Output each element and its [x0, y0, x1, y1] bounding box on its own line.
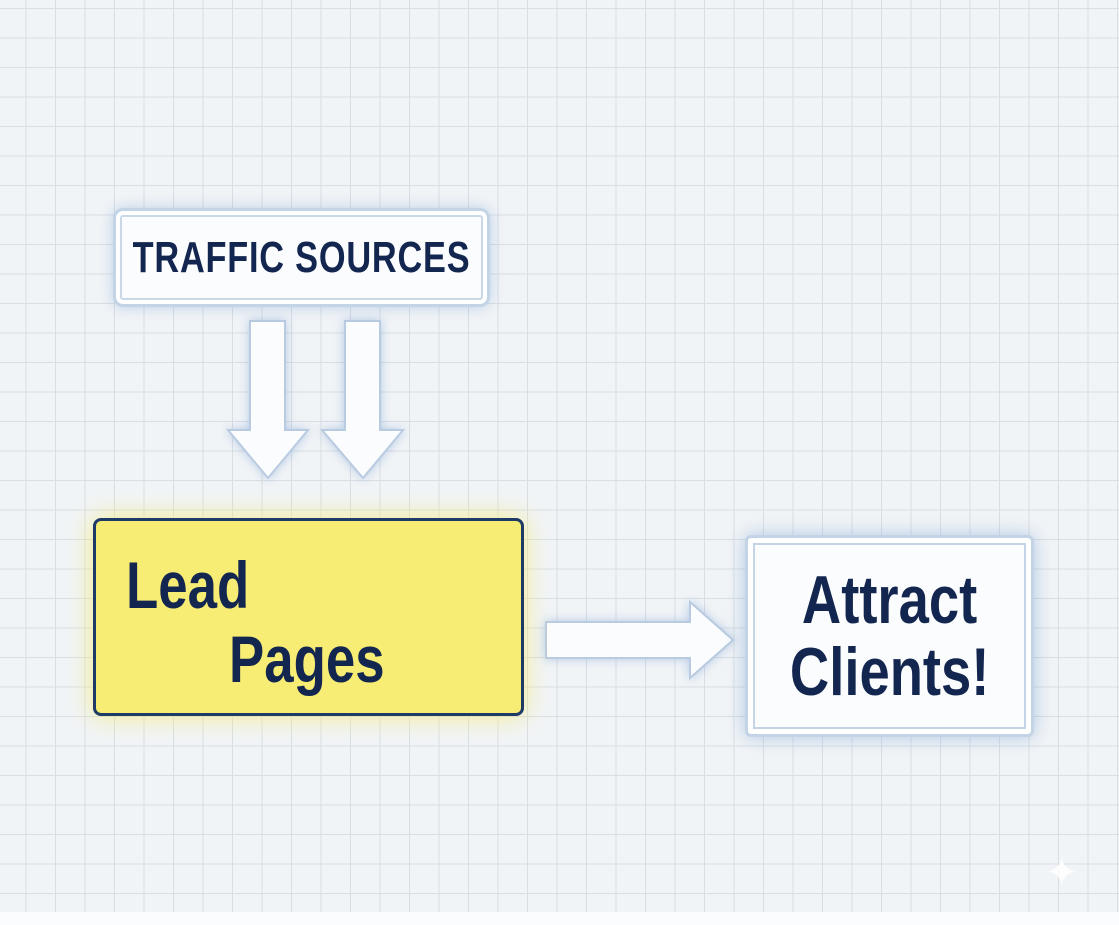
right-arrow: [545, 599, 735, 681]
attract-clients-label-line2: Clients!: [789, 634, 990, 710]
node-traffic-sources: TRAFFIC SOURCES: [113, 208, 490, 307]
down-arrow-left: [225, 320, 311, 480]
node-lead-pages: Lead Pages: [93, 518, 524, 716]
traffic-sources-label: TRAFFIC SOURCES: [132, 232, 471, 282]
lead-pages-label-line1: Lead: [126, 548, 250, 622]
attract-clients-label-line1: Attract: [801, 562, 978, 638]
sparkle-icon: ✦: [1045, 851, 1079, 895]
lead-pages-label-line2: Pages: [229, 622, 385, 696]
node-attract-clients: Attract Clients!: [745, 535, 1034, 737]
down-arrow-right: [319, 320, 406, 480]
